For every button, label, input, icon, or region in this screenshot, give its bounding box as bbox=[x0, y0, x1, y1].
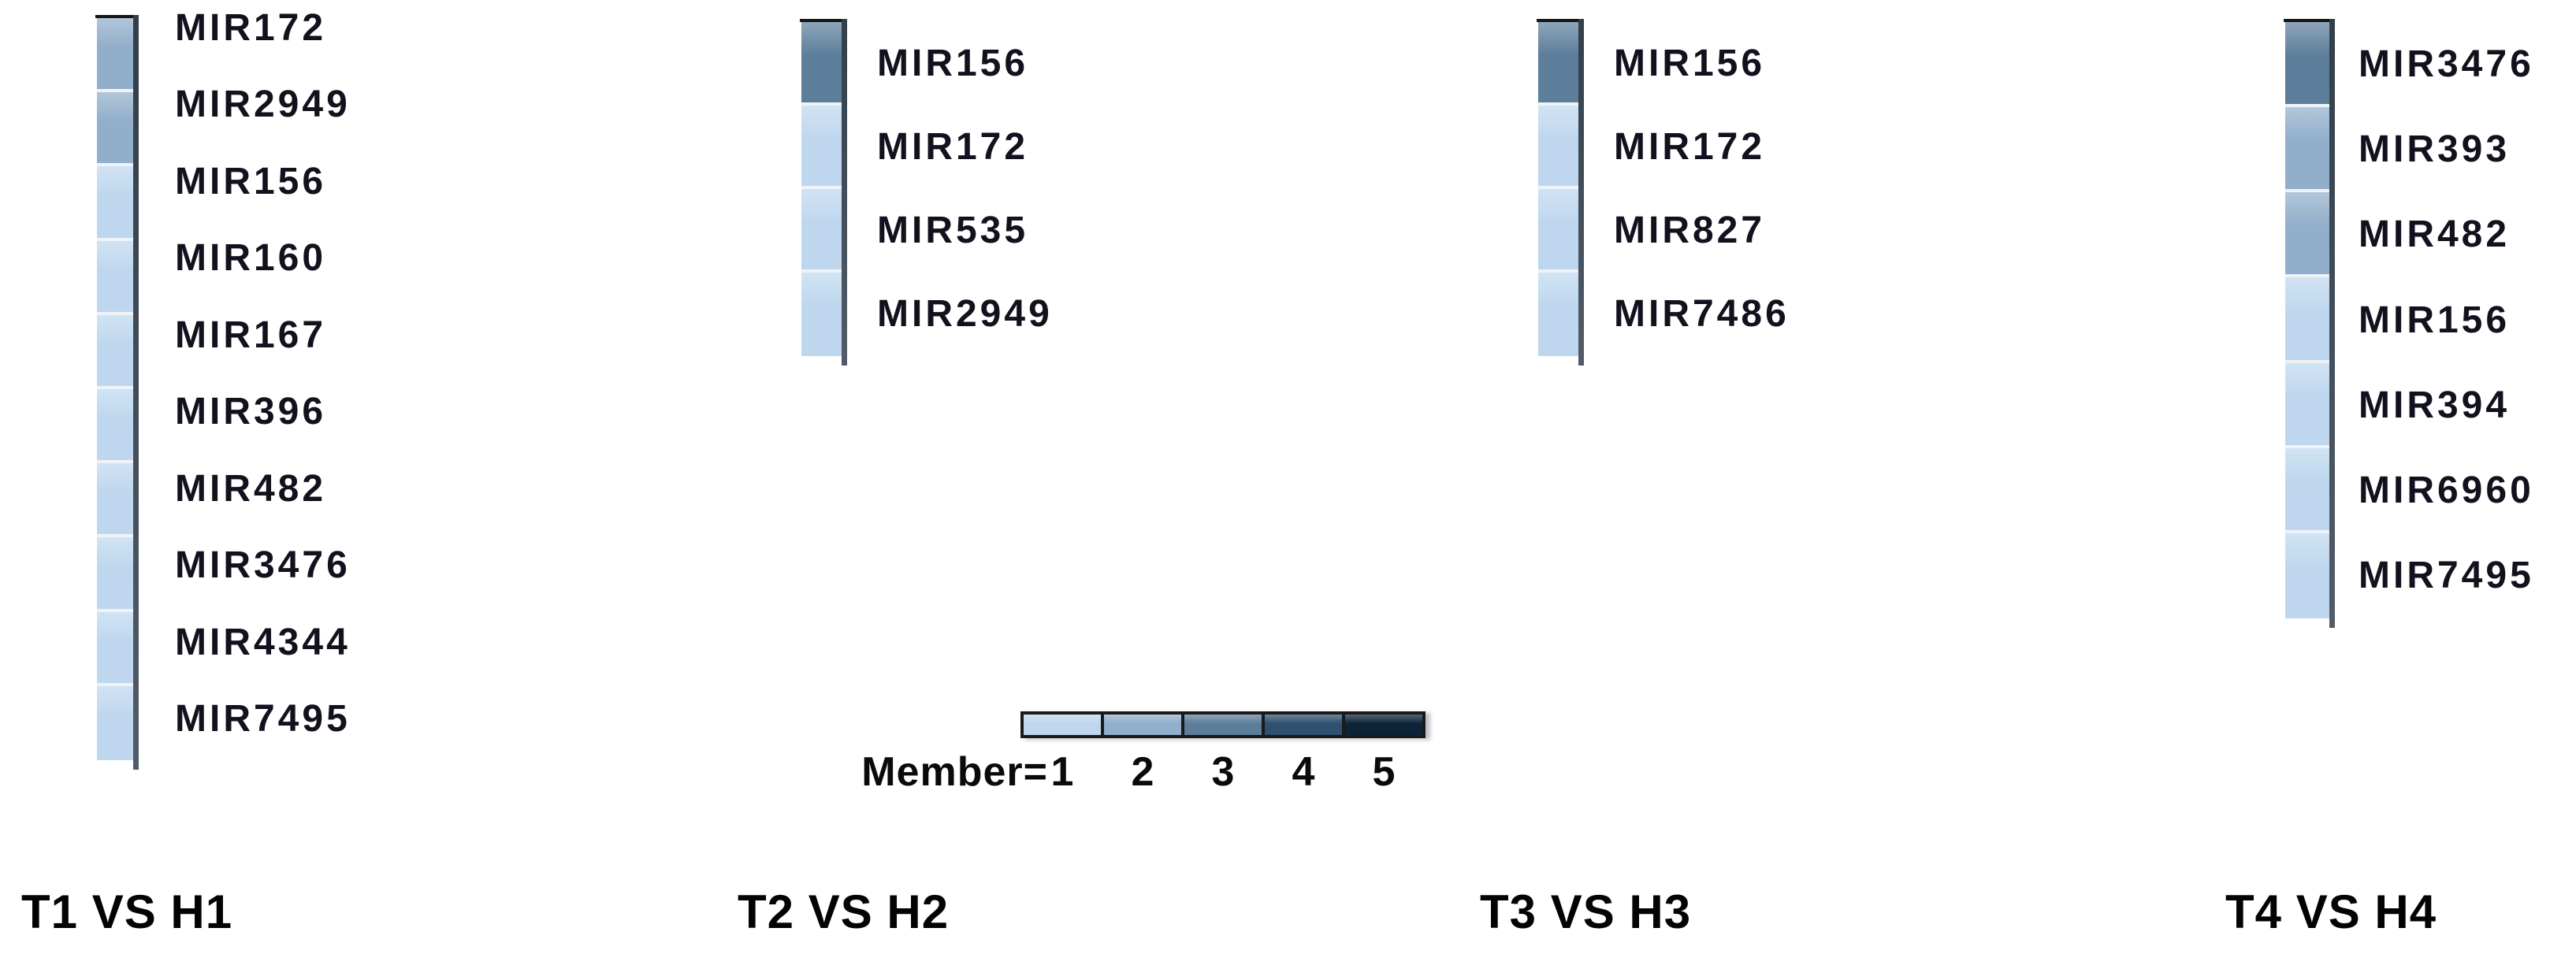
heatmap-segment bbox=[97, 685, 133, 760]
mirna-family-label: MIR172 bbox=[877, 126, 1029, 168]
heatmap-segment bbox=[1538, 189, 1578, 273]
heatmap-segment bbox=[2285, 277, 2329, 363]
legend-tick: 1 bbox=[1050, 749, 1074, 795]
heatmap-segment bbox=[97, 314, 133, 389]
heatmap-segment bbox=[1538, 273, 1578, 356]
heatmap-segment bbox=[2285, 362, 2329, 448]
bar-right-border bbox=[133, 15, 139, 770]
mirna-family-label: MIR7495 bbox=[2359, 555, 2534, 596]
bar-top-border bbox=[800, 19, 847, 22]
column-title: T2 VS H2 bbox=[738, 885, 950, 938]
mirna-family-label: MIR394 bbox=[2359, 384, 2511, 426]
bar-top-border bbox=[2284, 19, 2335, 22]
legend-tick: 4 bbox=[1292, 749, 1315, 795]
legend-swatch bbox=[1345, 715, 1422, 735]
mirna-family-label: MIR827 bbox=[1614, 210, 1766, 251]
mirna-family-label: MIR482 bbox=[175, 468, 327, 510]
bar-right-border bbox=[2329, 19, 2335, 628]
mirna-family-label: MIR172 bbox=[175, 7, 327, 49]
mirna-family-label: MIR2949 bbox=[877, 293, 1053, 335]
mirna-family-label: MIR396 bbox=[175, 391, 327, 432]
heatmap-segment bbox=[801, 273, 842, 356]
heatmap-segment bbox=[2285, 533, 2329, 618]
legend-label: Member= bbox=[861, 749, 1048, 795]
legend-tick: 5 bbox=[1372, 749, 1396, 795]
heatmap-segment bbox=[97, 166, 133, 241]
heatmap-segment bbox=[2285, 192, 2329, 278]
legend-tick: 3 bbox=[1211, 749, 1235, 795]
heatmap-segment bbox=[97, 240, 133, 315]
mirna-family-label: MIR4344 bbox=[175, 622, 351, 663]
heatmap-segment bbox=[97, 92, 133, 167]
bar-right-border bbox=[1578, 19, 1584, 366]
heatmap-segment bbox=[97, 463, 133, 538]
legend-swatch bbox=[1265, 715, 1342, 735]
mirna-family-label: MIR6960 bbox=[2359, 470, 2534, 511]
legend-swatch bbox=[1104, 715, 1181, 735]
bar-top-border bbox=[95, 15, 139, 18]
heatmap-segment bbox=[1538, 106, 1578, 189]
heatmap-segment bbox=[97, 18, 133, 93]
mirna-family-label: MIR156 bbox=[175, 161, 327, 202]
mirna-family-label: MIR156 bbox=[2359, 299, 2511, 341]
mirna-family-label: MIR160 bbox=[175, 237, 327, 279]
bar-right-border bbox=[842, 19, 847, 366]
mirna-family-label: MIR7486 bbox=[1614, 293, 1790, 335]
heatmap-segment bbox=[1538, 22, 1578, 106]
mirna-family-label: MIR482 bbox=[2359, 213, 2511, 255]
mirna-family-label: MIR7495 bbox=[175, 698, 351, 740]
column-title: T1 VS H1 bbox=[21, 885, 233, 938]
mirna-family-label: MIR2949 bbox=[175, 84, 351, 125]
mirna-family-label: MIR167 bbox=[175, 314, 327, 356]
column-title: T4 VS H4 bbox=[2225, 885, 2437, 938]
mirna-family-label: MIR156 bbox=[1614, 43, 1766, 84]
bar-top-border bbox=[1537, 19, 1584, 22]
heatmap-segment bbox=[2285, 22, 2329, 108]
heatmap-segment bbox=[97, 389, 133, 464]
heatmap-segment bbox=[801, 106, 842, 189]
mirna-family-label: MIR156 bbox=[877, 43, 1029, 84]
mirna-family-label: MIR172 bbox=[1614, 126, 1766, 168]
mirna-family-label: MIR3476 bbox=[175, 544, 351, 586]
legend-swatch bbox=[1184, 715, 1262, 735]
legend-swatch bbox=[1024, 715, 1101, 735]
heatmap-segment bbox=[2285, 107, 2329, 193]
mirna-family-label: MIR393 bbox=[2359, 128, 2511, 170]
mirna-family-label: MIR535 bbox=[877, 210, 1029, 251]
heatmap-segment bbox=[801, 22, 842, 106]
heatmap-segment bbox=[97, 537, 133, 612]
legend-colorbar bbox=[1020, 711, 1426, 738]
legend-tick: 2 bbox=[1131, 749, 1154, 795]
heatmap-segment bbox=[2285, 447, 2329, 533]
heatmap-segment bbox=[801, 189, 842, 273]
column-title: T3 VS H3 bbox=[1480, 885, 1692, 938]
heatmap-segment bbox=[97, 611, 133, 686]
mirna-family-label: MIR3476 bbox=[2359, 43, 2534, 85]
